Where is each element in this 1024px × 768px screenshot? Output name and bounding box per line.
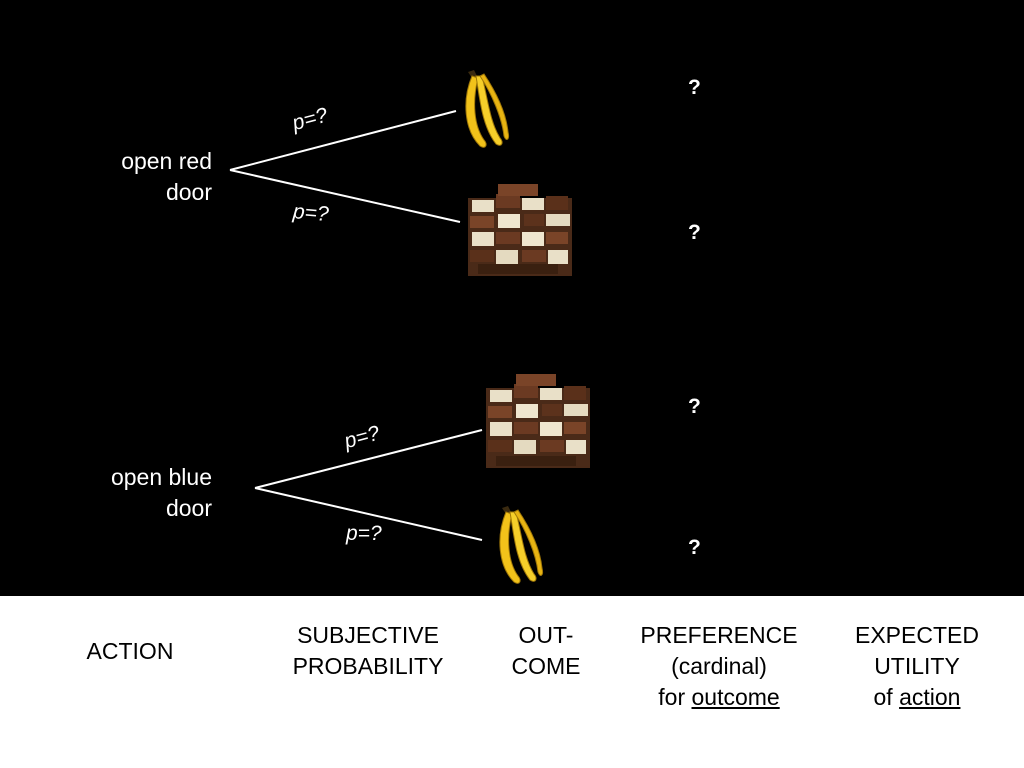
branch-red-bottom (229, 169, 461, 223)
preference-value: ? (688, 536, 701, 559)
action-label-line: open red (121, 148, 212, 174)
banana-icon (465, 70, 509, 148)
preference-value: ? (688, 76, 701, 99)
action-label-line: door (165, 495, 212, 521)
header-utility: EXPECTED UTILITY of action (834, 620, 1000, 713)
chocolate-icon (486, 374, 590, 468)
header-line: SUBJECTIVE (297, 622, 439, 648)
action-label-red: open red door (90, 146, 212, 208)
header-line: of action (834, 682, 1000, 713)
diagram-area (0, 0, 1024, 596)
branch-red-top (229, 110, 457, 171)
action-label-line: open blue (110, 464, 212, 490)
action-label-line: door (165, 179, 212, 205)
header-prefix: for (658, 684, 692, 710)
header-probability: SUBJECTIVE PROBABILITY (270, 620, 466, 682)
header-underlined: outcome (691, 684, 780, 710)
header-line: for outcome (626, 682, 812, 713)
header-prefix: of (873, 684, 900, 710)
header-underlined: action (899, 684, 961, 710)
preference-value: ? (688, 221, 701, 244)
header-line: (cardinal) (671, 653, 767, 679)
header-area (0, 596, 1024, 768)
header-action: ACTION (60, 636, 200, 667)
chocolate-icon (468, 184, 572, 276)
header-line: OUT- (518, 622, 574, 648)
probability-label: p=? (346, 522, 382, 545)
banana-icon (499, 506, 543, 584)
branch-blue-top (254, 429, 483, 489)
header-line: EXPECTED (855, 622, 979, 648)
header-outcome: OUT- COME (496, 620, 596, 682)
header-preference: PREFERENCE (cardinal) for outcome (626, 620, 812, 713)
header-line: PREFERENCE (640, 622, 798, 648)
header-line: PROBABILITY (292, 653, 444, 679)
header-line: ACTION (86, 638, 174, 664)
header-line: COME (511, 653, 581, 679)
decision-tree-lines (229, 70, 590, 584)
preference-value: ? (688, 395, 701, 418)
header-line: UTILITY (874, 653, 960, 679)
action-label-blue: open blue door (80, 462, 212, 524)
branch-blue-bottom (254, 487, 483, 541)
probability-label: p=? (292, 200, 330, 227)
